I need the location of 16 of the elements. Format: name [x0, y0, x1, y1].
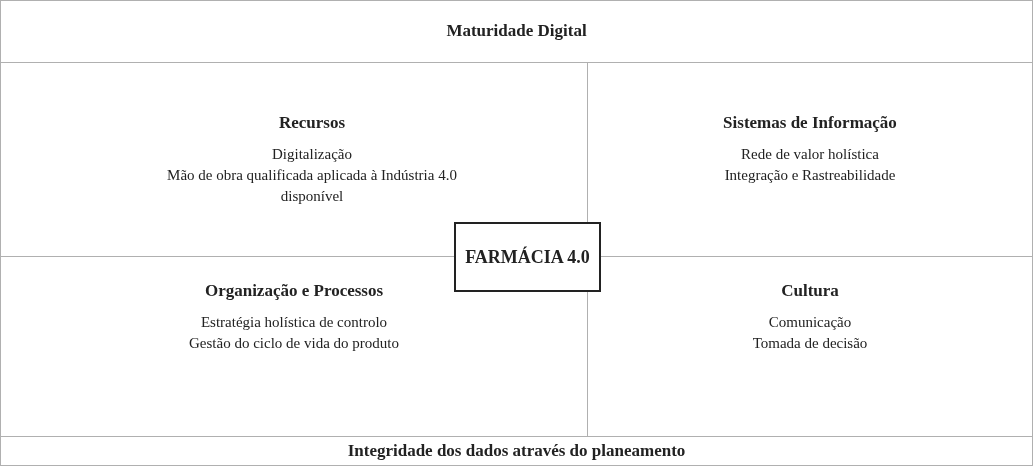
body-text: Mão de obra qualificada aplicada à Indústria 4.0 disponível — [166, 165, 458, 206]
body-text: Integração e Rastreabilidade — [724, 165, 896, 185]
heading-text: FARMÁCIA 4.0 — [465, 245, 590, 269]
heading-text: Maturidade Digital — [446, 20, 587, 43]
center-box — [454, 222, 601, 292]
heading-text: Integridade dos dados através do planeamento — [347, 439, 686, 462]
heading-text: Organização e Processos — [204, 280, 384, 302]
heading-text: Cultura — [781, 280, 839, 302]
heading-text: Sistemas de Informação — [723, 112, 897, 134]
body-text: Comunicação — [768, 312, 852, 332]
heading-text: Recursos — [278, 112, 346, 134]
body-text: Gestão do ciclo de vida do produto — [189, 333, 399, 353]
body-text: Tomada de decisão — [752, 333, 868, 353]
body-text: Digitalização — [272, 144, 352, 164]
body-text: Rede de valor holística — [741, 144, 879, 164]
body-text: Estratégia holística de controlo — [200, 312, 388, 332]
